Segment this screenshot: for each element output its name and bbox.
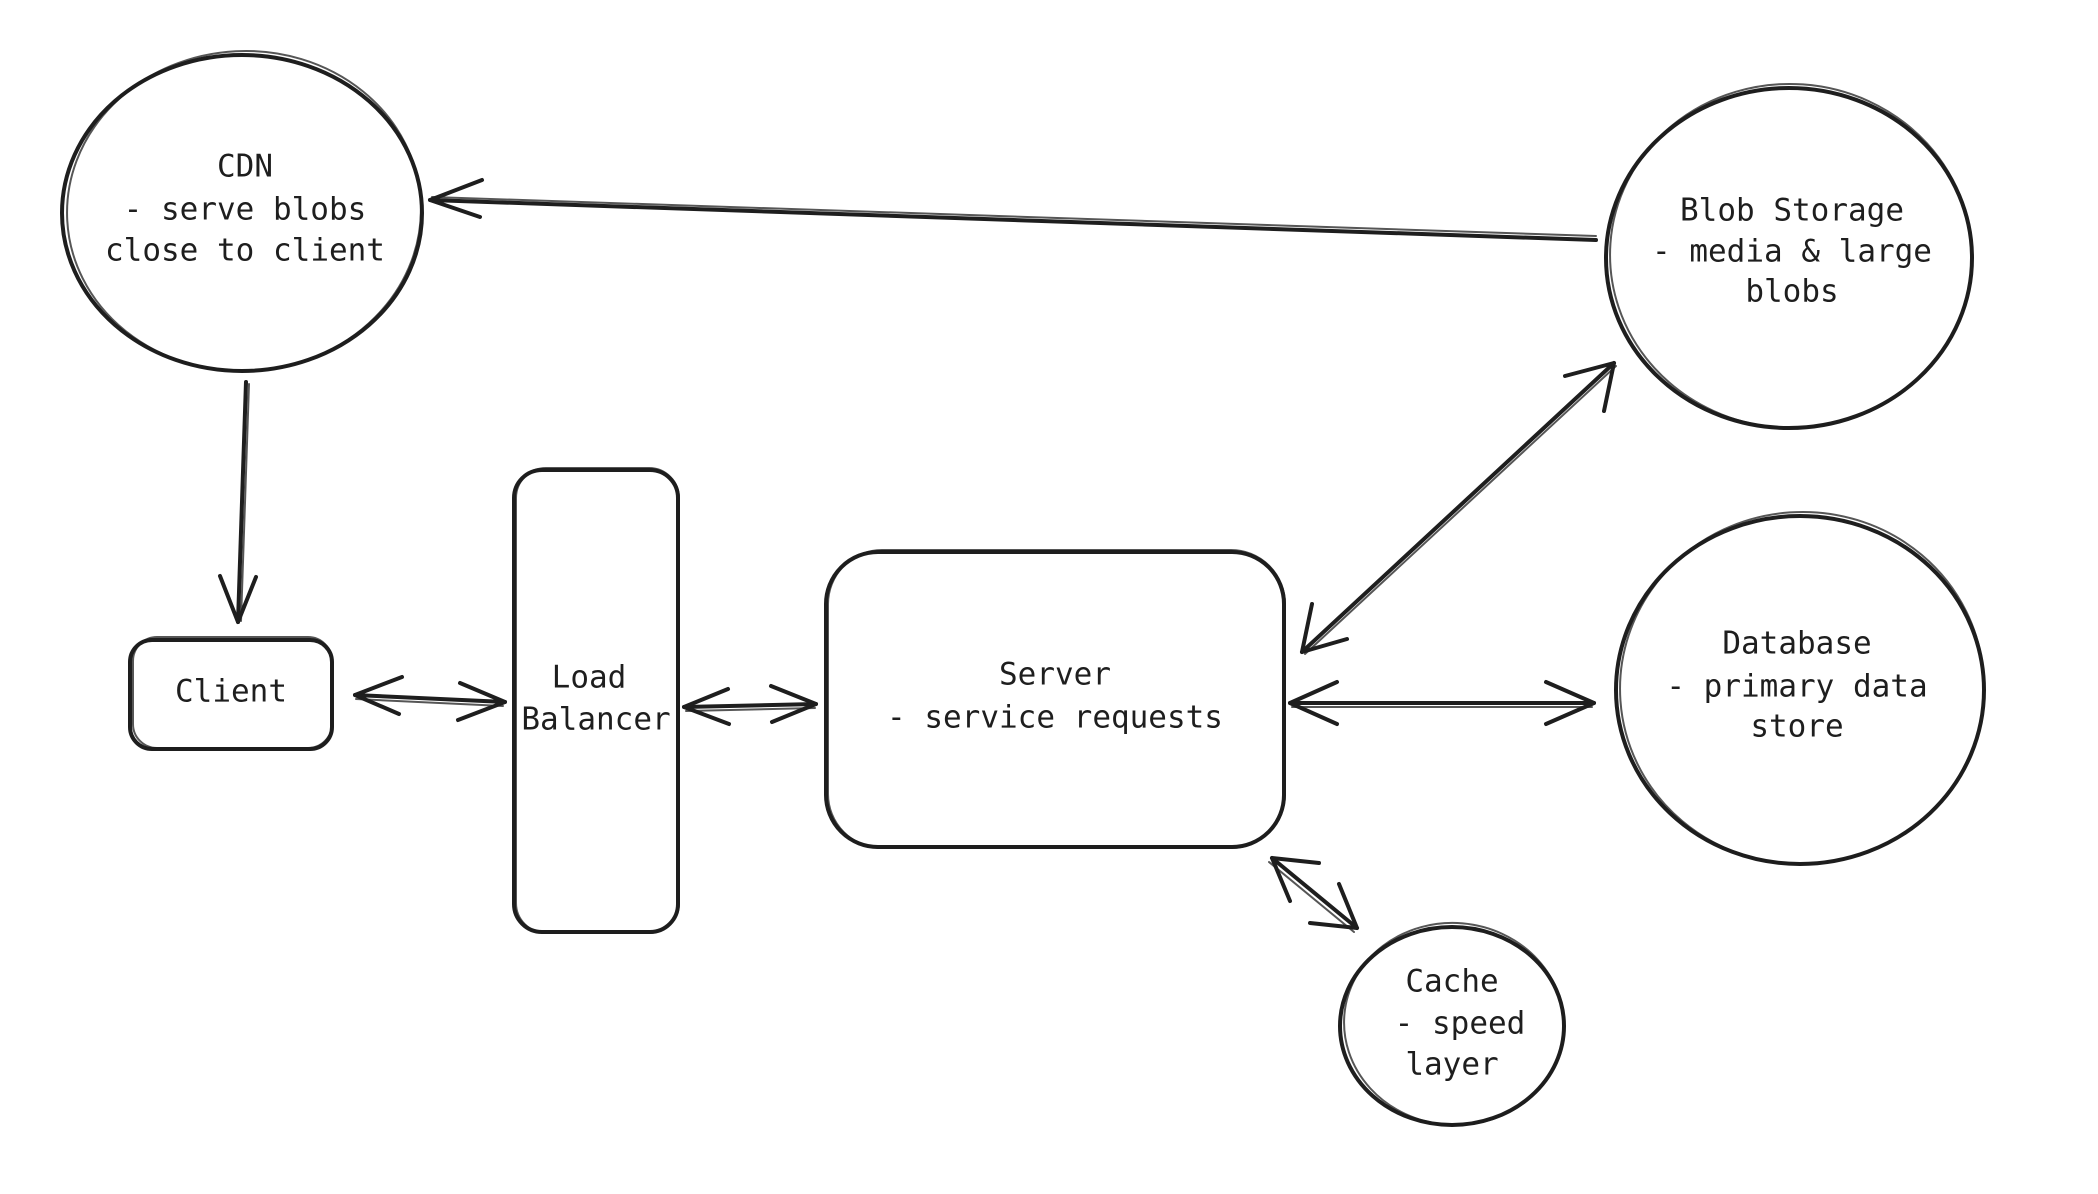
edge-line bbox=[353, 693, 507, 704]
edge-line-sketch bbox=[355, 698, 504, 707]
cache-label-line-3: layer bbox=[1405, 1047, 1498, 1083]
load-balancer-box-sketch bbox=[515, 467, 680, 934]
cdn-circle-sketch bbox=[66, 49, 422, 373]
arrowhead-cdn bbox=[428, 178, 484, 219]
edge-load-balancer-to-server bbox=[682, 684, 818, 726]
load-balancer-label-line-2: Balancer bbox=[521, 702, 670, 738]
arrowhead-client bbox=[218, 574, 258, 624]
load-balancer-node[interactable]: Load Balancer bbox=[512, 467, 680, 934]
blob-storage-label-line-3: blobs bbox=[1745, 274, 1838, 310]
arrowhead-blob-storage bbox=[1563, 361, 1616, 413]
edge-line-sketch bbox=[1268, 861, 1355, 933]
client-label: Client bbox=[175, 674, 287, 710]
server-label-line-2: - service requests bbox=[887, 700, 1223, 736]
cache-circle-sketch bbox=[1343, 921, 1565, 1127]
blob-storage-label-line-2: - media & large bbox=[1652, 234, 1932, 270]
arrowhead-load-balancer bbox=[456, 681, 507, 722]
cdn-label-line-2: - serve blobs bbox=[124, 192, 367, 228]
edge-line bbox=[236, 380, 248, 624]
edge-line bbox=[1300, 361, 1616, 654]
edge-server-to-database bbox=[1288, 680, 1596, 726]
arrowhead-server bbox=[769, 684, 818, 724]
edge-client-to-load-balancer bbox=[353, 675, 507, 722]
arrowhead-cache bbox=[1308, 882, 1359, 930]
edge-blob-storage-to-cdn bbox=[428, 178, 1598, 242]
arrowhead-server bbox=[1288, 680, 1339, 726]
edge-line-sketch bbox=[431, 196, 1597, 237]
server-node[interactable]: Server - service requests bbox=[824, 549, 1286, 849]
server-label-line-1: Server bbox=[999, 657, 1111, 693]
edge-line-sketch bbox=[240, 383, 250, 622]
database-node[interactable]: Database - primary data store bbox=[1608, 500, 1996, 877]
arrowhead-server bbox=[1270, 856, 1321, 903]
database-label-line-3: store bbox=[1750, 709, 1843, 745]
blob-storage-label-line-1: Blob Storage bbox=[1680, 193, 1904, 229]
edge-cdn-to-client bbox=[218, 380, 258, 624]
server-box-sketch bbox=[827, 549, 1286, 849]
cdn-label-line-3: close to client bbox=[105, 233, 385, 269]
edge-line bbox=[1270, 856, 1359, 930]
cdn-node[interactable]: CDN - serve blobs close to client bbox=[59, 42, 429, 380]
edge-line-sketch bbox=[1304, 365, 1617, 655]
cdn-label-line-1: CDN bbox=[217, 149, 273, 185]
database-label-line-2: - primary data bbox=[1666, 669, 1927, 705]
edge-line-sketch bbox=[685, 707, 816, 712]
cache-label-line-1: Cache bbox=[1405, 964, 1498, 1000]
arrowhead-server bbox=[1300, 602, 1349, 654]
arrowhead-load-balancer bbox=[682, 687, 731, 726]
cache-label-line-2: - speed bbox=[1395, 1006, 1526, 1042]
arrowhead-client bbox=[353, 675, 404, 716]
blob-storage-node[interactable]: Blob Storage - media & large blobs bbox=[1598, 72, 1983, 440]
database-label-line-1: Database bbox=[1722, 626, 1871, 662]
client-node[interactable]: Client bbox=[128, 636, 334, 751]
client-box-sketch bbox=[132, 636, 333, 749]
edge-line bbox=[682, 702, 818, 709]
blob-storage-circle-sketch bbox=[1609, 82, 1973, 430]
cache-node[interactable]: Cache - speed layer bbox=[1336, 914, 1573, 1134]
database-circle-sketch bbox=[1619, 510, 1985, 866]
edge-server-to-blob-storage bbox=[1300, 361, 1617, 655]
load-balancer-label-line-1: Load bbox=[552, 660, 627, 696]
arrowhead-database bbox=[1544, 680, 1596, 726]
edge-server-to-cache bbox=[1268, 856, 1359, 933]
edge-line bbox=[428, 198, 1598, 242]
